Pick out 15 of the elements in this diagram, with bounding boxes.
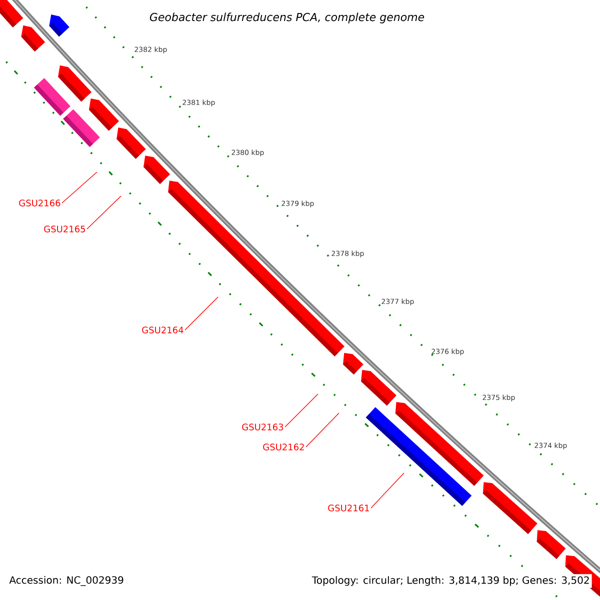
gene-label: GSU2161 — [328, 504, 369, 512]
gene-label: GSU2162 — [263, 444, 304, 450]
gene-label: GSU2166 — [19, 200, 60, 206]
leader-line — [86, 196, 122, 230]
leader-line — [184, 296, 218, 330]
leader-line — [370, 472, 404, 508]
genome-summary-text: Topology: circular; Length: 3,814,139 bp; Genes: 3,502 — [310, 574, 592, 588]
leader-line — [62, 172, 98, 204]
title: Geobacter sulfurreducens PCA, complete genome — [150, 12, 424, 24]
gene-label: GSU2163 — [242, 424, 284, 430]
gene-label: GSU2164 — [142, 326, 184, 334]
gene-label: GSU2165 — [44, 226, 85, 232]
accession-text: Accession: NC_002939 — [7, 574, 126, 588]
leader-line — [306, 412, 340, 448]
leader-line — [284, 394, 318, 428]
